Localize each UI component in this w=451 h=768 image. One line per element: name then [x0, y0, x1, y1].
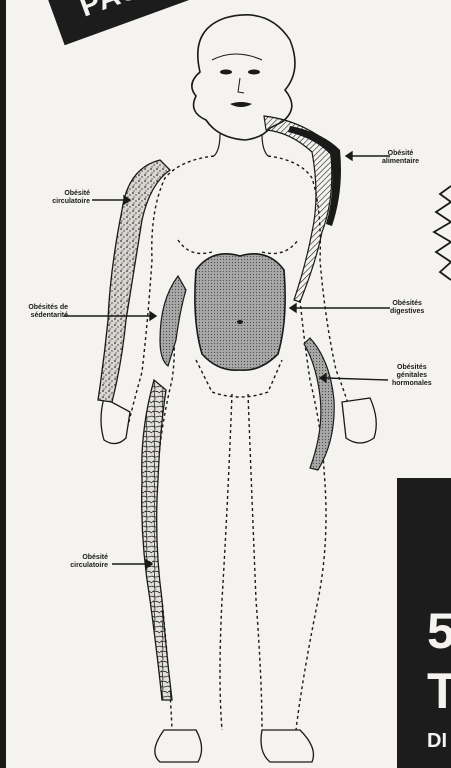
- zone-genitales: [304, 338, 334, 470]
- label-obesites-sedentarite: Obésités de sédentarité: [10, 304, 68, 320]
- zigzag-burst-icon: [434, 186, 451, 280]
- panel-letter: T: [427, 666, 451, 716]
- panel-digit: 5: [427, 606, 451, 656]
- label-obesites-genitales: Obésités génitales hormonales: [392, 364, 432, 388]
- head: [192, 15, 295, 156]
- label-obesite-circulatoire-upper: Obésité circulatoire: [20, 190, 90, 206]
- label-obesite-circulatoire-lower: Obésité circulatoire: [40, 554, 108, 570]
- zone-sedentarite: [160, 276, 186, 366]
- article-panel: 5 T DI: [397, 478, 451, 768]
- panel-subtext: DI: [427, 730, 447, 753]
- zone-digestives: [195, 254, 285, 370]
- label-obesite-alimentaire: Obésité alimentaire: [382, 150, 419, 166]
- zone-circulatoire-upper: [98, 160, 170, 402]
- label-obesites-digestives: Obésités digestives: [390, 300, 424, 316]
